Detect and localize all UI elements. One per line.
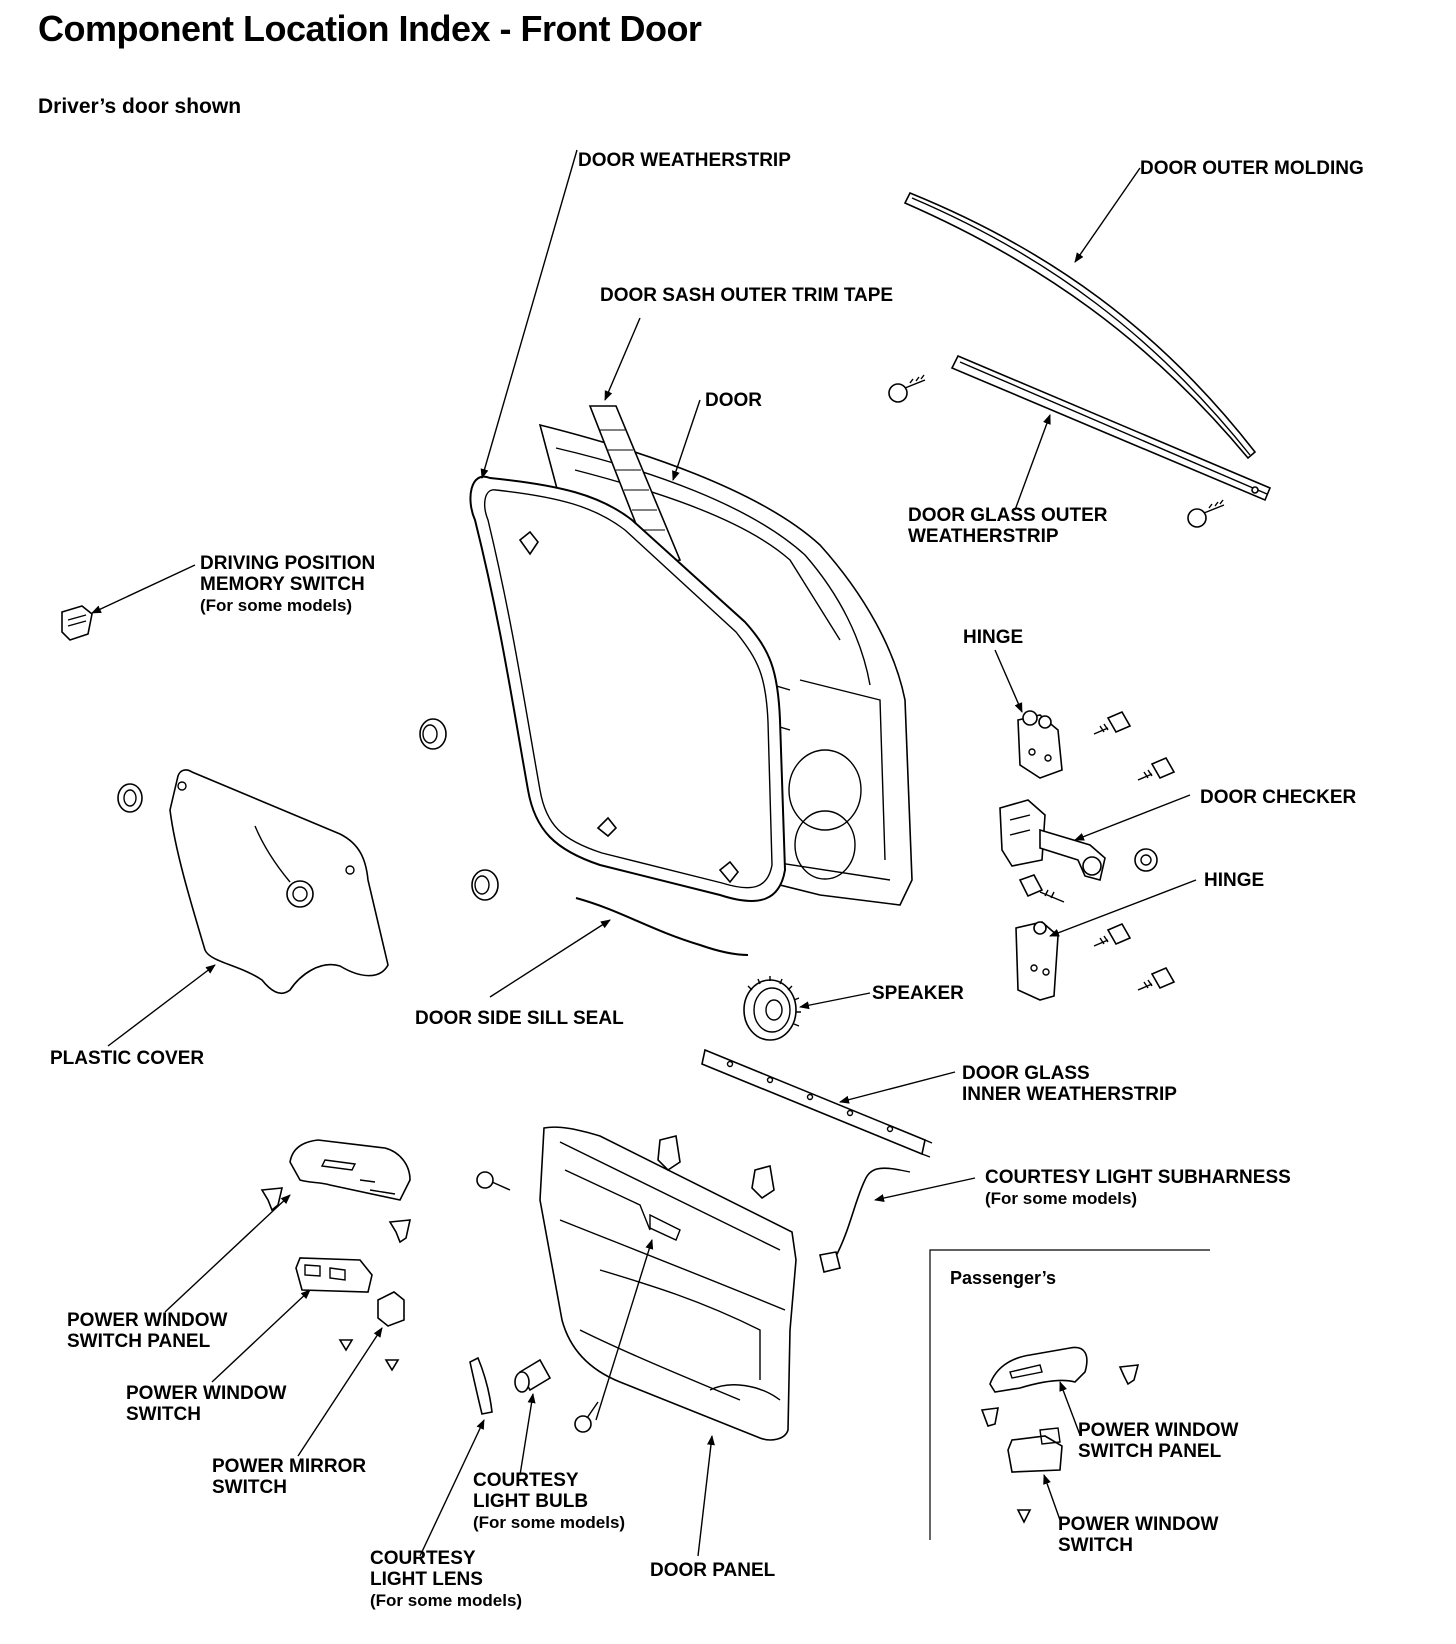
bolt-part: [1093, 922, 1132, 947]
label-passenger-power-window-switch-panel: POWER WINDOW SWITCH PANEL: [1078, 1420, 1239, 1462]
door-panel-part: [539, 1126, 797, 1441]
passenger-power-window-switch-part: [1007, 1427, 1063, 1473]
power-mirror-switch-part: [377, 1291, 405, 1327]
label-courtesy-light-subharness: COURTESY LIGHT SUBHARNESS (For some mode…: [985, 1167, 1291, 1208]
grommet-part: [117, 783, 143, 813]
bolt-part: [1137, 756, 1176, 781]
lower-hinge-part: [1015, 921, 1059, 1001]
bolt-part: [1137, 966, 1176, 991]
label-speaker: SPEAKER: [872, 983, 964, 1004]
screw-part: [1016, 1509, 1032, 1524]
screw-part: [888, 374, 926, 403]
label-door-panel: DOOR PANEL: [650, 1560, 776, 1581]
page-title: Component Location Index - Front Door: [38, 8, 702, 49]
clip-part: [980, 1407, 999, 1427]
passenger-inset-frame: [929, 1249, 1210, 1540]
bolt-part: [1093, 710, 1132, 735]
upper-hinge-part: [1017, 710, 1063, 779]
label-door-side-sill-seal: DOOR SIDE SILL SEAL: [415, 1008, 624, 1029]
door-sash-outer-trim-tape-part: [588, 405, 682, 566]
power-window-switch-panel-part: [289, 1139, 411, 1201]
door-checker-part: [999, 799, 1106, 881]
passenger-inset-heading: Passenger’s: [950, 1268, 1057, 1288]
screw-part: [1187, 499, 1225, 528]
plastic-cover-part: [169, 769, 389, 995]
label-door-outer-molding: DOOR OUTER MOLDING: [1140, 158, 1364, 179]
grommet-part: [419, 718, 447, 750]
clip-part: [751, 1165, 775, 1200]
power-window-switch-part: [295, 1257, 373, 1293]
label-power-window-switch-panel: POWER WINDOW SWITCH PANEL: [67, 1310, 228, 1352]
screw-part: [338, 1339, 354, 1352]
bolt-part: [1134, 848, 1158, 872]
clip-part: [657, 1135, 681, 1172]
door-side-sill-seal-part: [575, 897, 749, 956]
door-glass-inner-weatherstrip-part: [701, 1048, 933, 1158]
label-power-window-switch: POWER WINDOW SWITCH: [126, 1383, 287, 1425]
label-door-glass-inner-weatherstrip: DOOR GLASS INNER WEATHERSTRIP: [962, 1063, 1177, 1105]
leader-lines: [91, 149, 1197, 1557]
driving-position-memory-switch-part: [61, 605, 93, 641]
label-door-checker: DOOR CHECKER: [1200, 787, 1357, 808]
label-door-glass-outer-weatherstrip: DOOR GLASS OUTER WEATHERSTRIP: [908, 505, 1108, 547]
courtesy-light-bulb-part: [514, 1358, 552, 1393]
label-power-mirror-switch: POWER MIRROR SWITCH: [212, 1456, 367, 1498]
page-subtitle: Driver’s door shown: [38, 95, 242, 118]
courtesy-light-lens-part: [469, 1356, 493, 1415]
passenger-leader-lines: [1043, 1381, 1081, 1521]
clip-part: [388, 1219, 412, 1244]
door-outer-molding-part: [903, 191, 1257, 460]
screw-part: [574, 1401, 599, 1433]
label-driving-position-memory-switch: DRIVING POSITION MEMORY SWITCH (For some…: [200, 553, 376, 615]
courtesy-light-subharness-part: [819, 1167, 911, 1273]
passenger-power-window-switch-panel-part: [989, 1346, 1088, 1393]
label-door: DOOR: [705, 390, 762, 411]
clip-part: [1118, 1364, 1140, 1386]
label-courtesy-light-lens: COURTESY LIGHT LENS (For some models): [370, 1548, 523, 1610]
door-weatherstrip-part: [469, 475, 787, 903]
speaker-part: [743, 976, 801, 1041]
label-upper-hinge: HINGE: [963, 627, 1024, 648]
grommet-part: [471, 869, 499, 901]
label-courtesy-light-bulb: COURTESY LIGHT BULB (For some models): [473, 1470, 626, 1532]
screw-part: [476, 1171, 511, 1191]
label-door-weatherstrip: DOOR WEATHERSTRIP: [578, 150, 791, 171]
clip-part: [260, 1187, 284, 1212]
bolt-part: [1018, 874, 1065, 903]
door-glass-outer-weatherstrip-part: [950, 354, 1272, 502]
label-lower-hinge: HINGE: [1204, 870, 1265, 891]
label-plastic-cover: PLASTIC COVER: [50, 1048, 205, 1069]
label-passenger-power-window-switch: POWER WINDOW SWITCH: [1058, 1514, 1219, 1556]
screw-part: [384, 1359, 400, 1372]
label-door-sash-outer-trim-tape: DOOR SASH OUTER TRIM TAPE: [600, 285, 894, 306]
